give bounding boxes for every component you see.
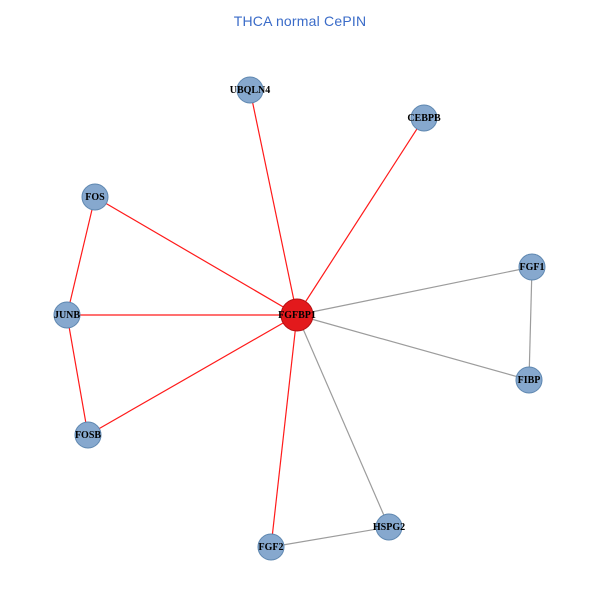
node-UBQLN4 <box>236 76 264 104</box>
edge-FGFBP1-FOSB <box>87 314 298 436</box>
node-JUNB <box>53 301 81 329</box>
edge-FOS-JUNB <box>66 196 96 316</box>
edge-FGFBP1-HSPG2 <box>296 314 390 528</box>
edge-FGFBP1-FGF1 <box>296 266 533 316</box>
edge-FGFBP1-FGF2 <box>270 314 298 548</box>
chart-title: THCA normal CePIN <box>233 13 367 29</box>
node-HSPG2 <box>375 513 403 541</box>
edge-FGFBP1-FIBP <box>296 314 530 381</box>
node-FOS <box>81 183 109 211</box>
node-CEBPB <box>410 104 438 132</box>
node-FIBP <box>515 366 543 394</box>
edge-FGFBP1-FOS <box>94 196 298 316</box>
edge-FGF1-FIBP <box>528 266 533 381</box>
node-FGF1 <box>518 253 546 281</box>
node-FGF2 <box>257 533 285 561</box>
edge-JUNB-FOSB <box>66 314 89 436</box>
node-FOSB <box>74 421 102 449</box>
edge-FGFBP1-CEBPB <box>296 117 425 316</box>
edge-FGFBP1-UBQLN4 <box>249 89 298 316</box>
edge-FGF2-HSPG2 <box>270 526 390 548</box>
node-FGFBP1 <box>280 298 314 332</box>
